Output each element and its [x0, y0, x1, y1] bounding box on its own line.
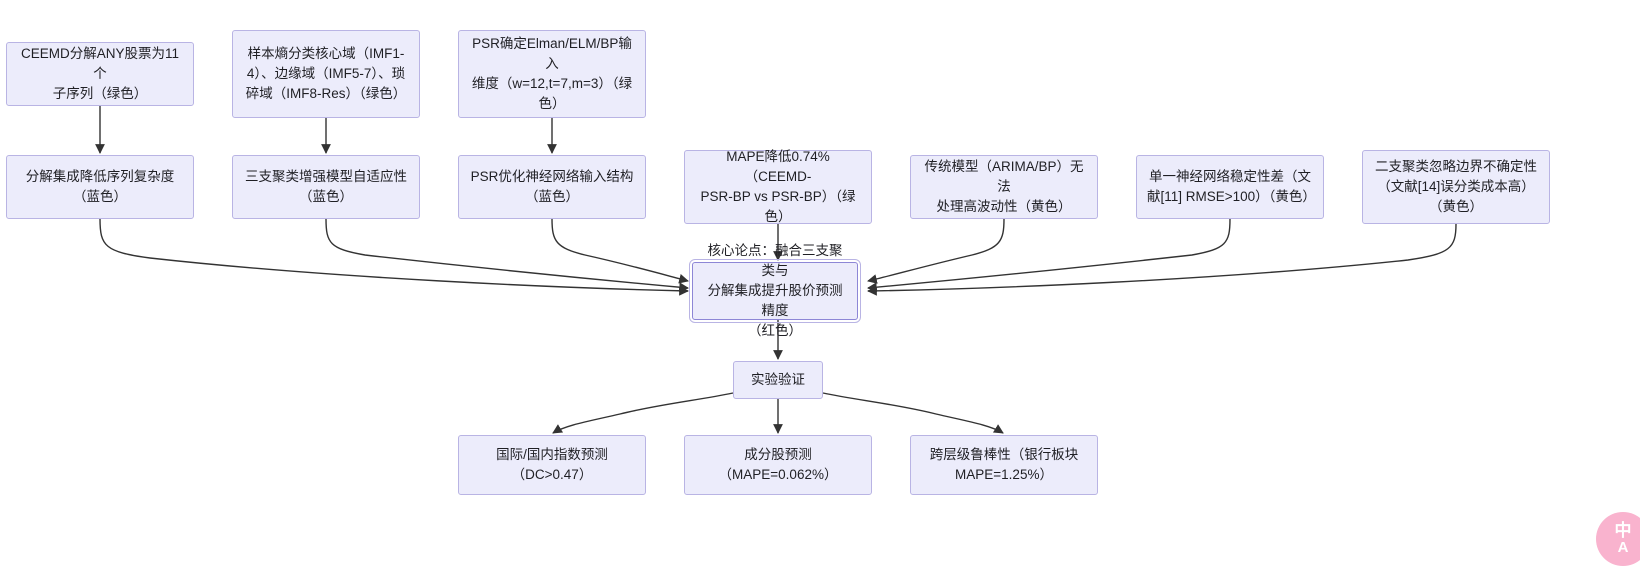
node-label: PSR优化神经网络输入结构 （蓝色） — [470, 169, 634, 204]
node-sample-entropy-classification[interactable]: 样本熵分类核心域（IMF1- 4）、边缘域（IMF5-7）、琐 碎域（IMF8-… — [232, 30, 420, 118]
node-label: PSR确定Elman/ELM/BP输入 维度（w=12,t=7,m=3）（绿 色… — [471, 36, 633, 111]
node-psr-optimizes-network-input[interactable]: PSR优化神经网络输入结构 （蓝色） — [458, 155, 646, 219]
node-two-way-clustering-limitation[interactable]: 二支聚类忽略边界不确定性 （文献[14]误分类成本高） （黄色） — [1362, 150, 1550, 224]
edge-n11-n14 — [822, 392, 1004, 434]
node-label: 传统模型（ARIMA/BP）无法 处理高波动性（黄色） — [924, 159, 1084, 214]
edge-n5-core — [325, 218, 689, 293]
node-label: 国际/国内指数预测 （DC>0.47） — [496, 447, 608, 482]
node-index-forecast[interactable]: 国际/国内指数预测 （DC>0.47） — [458, 435, 646, 495]
node-decomposition-reduces-complexity[interactable]: 分解集成降低序列复杂度 （蓝色） — [6, 155, 194, 219]
node-experimental-validation[interactable]: 实验验证 — [733, 361, 823, 399]
node-label: 核心论点：融合三支聚类与 分解集成提升股价预测精度 （红色） — [707, 243, 843, 338]
node-label: 分解集成降低序列复杂度 （蓝色） — [25, 169, 175, 204]
edge-n8-core — [867, 218, 1005, 284]
node-label: 跨层级鲁棒性（银行板块 MAPE=1.25%） — [929, 447, 1079, 482]
node-label: 实验验证 — [751, 372, 805, 387]
translate-badge-top-text: 中 — [1614, 520, 1632, 540]
node-label: MAPE降低0.74%（CEEMD- PSR-BP vs PSR-BP）（绿 色… — [700, 149, 856, 224]
node-ceemd-decompose[interactable]: CEEMD分解ANY股票为11个 子序列（绿色） — [6, 42, 194, 106]
node-label: 成分股预测 （MAPE=0.062%） — [718, 447, 838, 482]
node-constituent-stock-forecast[interactable]: 成分股预测 （MAPE=0.062%） — [684, 435, 872, 495]
node-label: 二支聚类忽略边界不确定性 （文献[14]误分类成本高） （黄色） — [1375, 159, 1537, 214]
edge-n11-n12 — [552, 392, 734, 434]
node-core-thesis[interactable]: 核心论点：融合三支聚类与 分解集成提升股价预测精度 （红色） — [689, 243, 861, 338]
edge-n10-core — [867, 223, 1457, 296]
translate-badge-bottom-text: A — [1617, 538, 1629, 556]
node-psr-input-dimension[interactable]: PSR确定Elman/ELM/BP输入 维度（w=12,t=7,m=3）（绿 色… — [458, 30, 646, 118]
edge-n9-core — [867, 218, 1231, 293]
node-label: 样本熵分类核心域（IMF1- 4）、边缘域（IMF5-7）、琐 碎域（IMF8-… — [245, 46, 407, 101]
edge-n6-core — [551, 218, 689, 284]
translate-badge-button[interactable]: 中 A — [1596, 512, 1640, 566]
node-traditional-models-limitation[interactable]: 传统模型（ARIMA/BP）无法 处理高波动性（黄色） — [910, 155, 1098, 219]
node-three-way-clustering-adaptivity[interactable]: 三支聚类增强模型自适应性 （蓝色） — [232, 155, 420, 219]
edge-n4-core — [99, 218, 689, 296]
node-single-network-instability[interactable]: 单一神经网络稳定性差（文 献[11] RMSE>100）（黄色） — [1136, 155, 1324, 219]
node-cross-level-robustness[interactable]: 跨层级鲁棒性（银行板块 MAPE=1.25%） — [910, 435, 1098, 495]
node-mape-reduction[interactable]: MAPE降低0.74%（CEEMD- PSR-BP vs PSR-BP）（绿 色… — [684, 149, 872, 224]
node-label: 单一神经网络稳定性差（文 献[11] RMSE>100）（黄色） — [1147, 169, 1316, 204]
node-label: 三支聚类增强模型自适应性 （蓝色） — [245, 169, 407, 204]
node-label: CEEMD分解ANY股票为11个 子序列（绿色） — [20, 46, 180, 101]
